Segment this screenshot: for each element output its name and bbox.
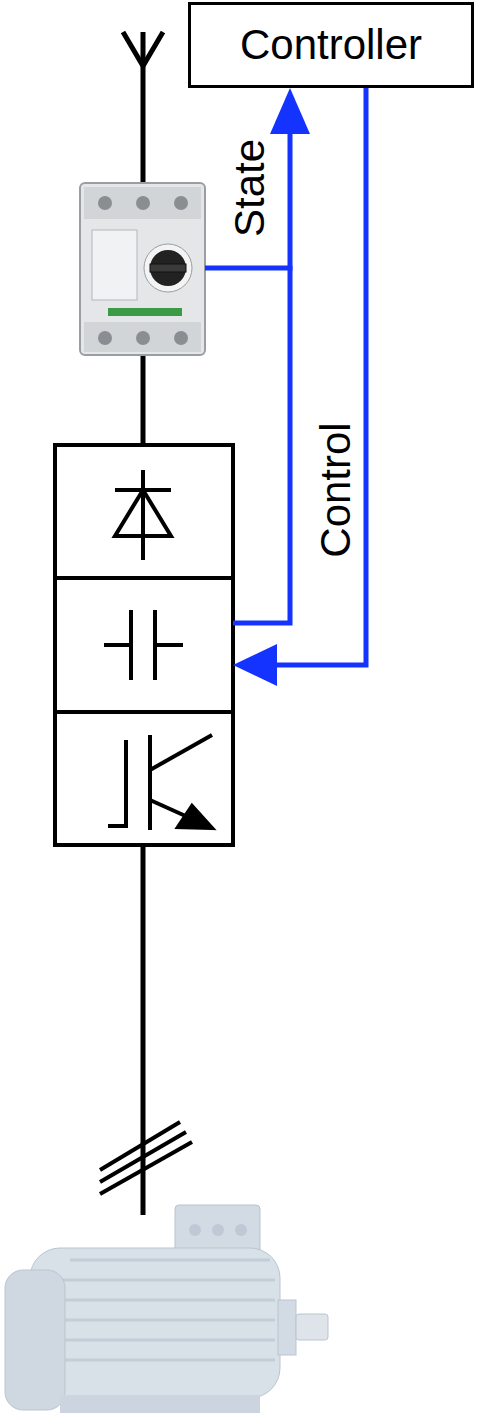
motor-feet [60,1395,260,1413]
converter-stack [55,445,233,845]
inverter-box [55,712,233,845]
cooling-fin [60,1279,275,1282]
diode-symbol [115,470,171,560]
cable-gland [235,1224,247,1236]
igbt-channel [148,735,152,830]
breaker-face [92,230,137,300]
cooling-fin [60,1299,275,1302]
motor-shaft [296,1314,328,1340]
capacitor-lead [155,643,183,647]
knob-handle [150,264,186,272]
emitter-arrowhead [178,806,212,828]
three-phase-mark [100,1122,192,1194]
phase-slash [100,1122,180,1170]
cooling-fin [60,1319,275,1322]
breaker-body [80,183,205,355]
rotary-knob [150,250,186,286]
capacitor-plate [129,610,133,680]
breaker-terminals [84,322,201,352]
breaker-strip [108,308,182,316]
control-arrowhead [233,644,277,686]
motor-illustration [5,1205,328,1413]
igbt-gate [108,740,126,826]
knob-ring [144,244,192,292]
terminal-screw [136,196,150,210]
power-wire [141,355,146,445]
grid-symbol [123,32,163,66]
cooling-fin [60,1339,275,1342]
terminal-screw [98,196,112,210]
igbt-symbol [108,735,212,830]
power-wire [141,32,146,185]
dc-link-box [55,578,233,712]
signal-label: State [229,139,271,237]
end-shield [278,1300,296,1355]
control-wire [274,88,366,665]
node-label: Controller [240,24,422,66]
signal-label: Control [315,422,357,557]
state-arrowhead [270,88,310,134]
phase-slash [100,1132,186,1182]
motor-body [30,1248,280,1398]
signal-wiring [205,88,366,665]
circuit-breaker [80,183,205,355]
terminal-screw [174,196,188,210]
controller-box: Controller [188,2,474,88]
capacitor-lead [104,643,131,647]
cable-gland [189,1224,201,1236]
fan-cover [5,1270,65,1410]
diode-triangle [115,490,171,536]
cooling-fin [60,1359,275,1362]
capacitor-symbol [104,610,183,680]
phase-slash [100,1142,192,1194]
state-wire [205,130,290,268]
rectifier-box [55,445,233,578]
breaker-terminals [84,187,201,219]
diode-lead [141,470,145,560]
state-wire [233,266,290,623]
terminal-screw [98,331,112,345]
igbt-collector [150,735,212,770]
terminal-screw [136,331,150,345]
cable-gland [212,1224,224,1236]
terminal-screw [174,331,188,345]
cooling-fin [70,1259,270,1262]
